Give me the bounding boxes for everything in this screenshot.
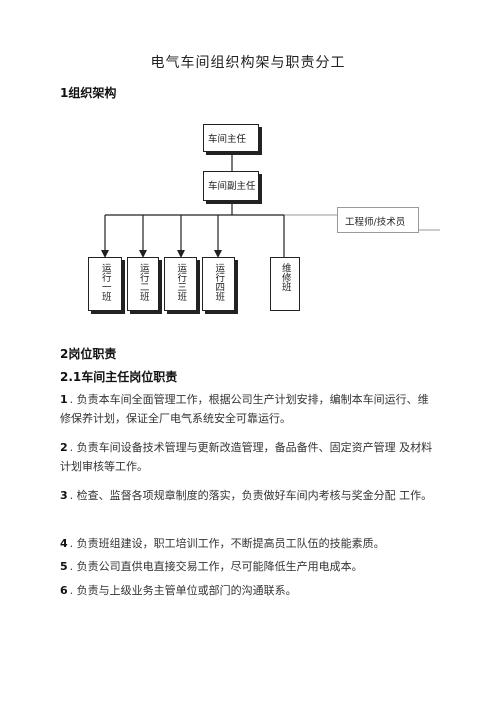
duty-number: 1 [60,393,68,406]
org-box-shift-3: 运行三班 [164,257,197,311]
duty-item-5: 5. 负责公司直供电直接交易工作，尽可能降低生产用电成本。 [60,557,436,576]
duty-item-3: 3. 检查、监督各项规章制度的落实，负责做好车间内考核与奖金分配 工作。 [60,486,436,505]
subsection-heading-director-duties: 2.1车间主任岗位职责 [60,370,178,384]
org-box-maintenance: 维修班 [270,257,300,311]
org-box-shift-2: 运行二班 [127,257,159,311]
duty-text: . 负责本车间全面管理工作，根据公司生产计划安排，编制本车间运行、维修保养计划，… [60,393,429,425]
duty-number: 2 [60,441,68,454]
duty-number: 6 [60,584,68,597]
duty-text: . 检查、监督各项规章制度的落实，负责做好车间内考核与奖金分配 工作。 [69,489,433,502]
duty-item-4: 4. 负责班组建设，职工培训工作，不断提高员工队伍的技能素质。 [60,534,436,553]
duty-text: . 负责车间设备技术管理与更新改造管理，备品备件、固定资产管理 及材料计划审核等… [60,441,433,473]
duty-number: 5 [60,560,68,573]
duty-text: . 负责公司直供电直接交易工作，尽可能降低生产用电成本。 [69,560,363,573]
org-box-deputy: 车间副主任 [203,171,259,201]
document-title: 电气车间组织构架与职责分工 [150,55,346,71]
org-box-shift-1: 运行一班 [88,257,122,311]
duty-number: 3 [60,489,68,502]
duty-number: 4 [60,537,68,550]
section-heading-duties: 2岗位职责 [60,347,117,361]
duty-item-1: 1. 负责本车间全面管理工作，根据公司生产计划安排，编制本车间运行、维修保养计划… [60,390,436,428]
duty-text: . 负责与上级业务主管单位或部门的沟通联系。 [69,584,297,597]
duty-item-6: 6. 负责与上级业务主管单位或部门的沟通联系。 [60,581,436,600]
org-box-shift-4: 运行四班 [202,257,235,311]
duty-item-2: 2. 负责车间设备技术管理与更新改造管理，备品备件、固定资产管理 及材料计划审核… [60,438,436,476]
section-heading-org: 1组织架构 [60,86,117,100]
org-box-engineer: 工程师/技术员 [337,207,419,233]
org-box-director: 车间主任 [203,124,259,152]
duty-text: . 负责班组建设，职工培训工作，不断提高员工队伍的技能素质。 [69,537,385,550]
